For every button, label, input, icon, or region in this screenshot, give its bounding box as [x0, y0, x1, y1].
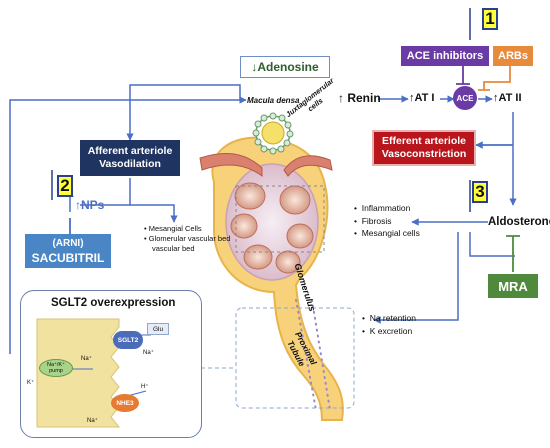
efferent-line-1: Efferent arteriole — [381, 135, 467, 147]
afferent-arteriole-box: Afferent arteriole Vasodilation — [80, 140, 180, 176]
na-pump-left-label: Na⁺ — [81, 356, 92, 362]
na-lower-label: Na⁺ — [87, 418, 98, 424]
arni-line-1: (ARNI) — [52, 238, 84, 249]
arbs-box: ARBs — [493, 46, 533, 66]
mesangial-bullets: • Mesangial Cells • Glomerular vascular … — [144, 224, 230, 254]
aldo-effect-3: • Mesangial cells — [354, 228, 420, 238]
arni-line-2: SACUBITRIL — [31, 251, 105, 265]
at1-label: ↑AT I — [409, 92, 435, 104]
step-number-1: 1 — [482, 8, 498, 30]
kidney-nephron — [199, 136, 344, 421]
sglt2-title: SGLT2 overexpression — [51, 297, 176, 309]
nps-label: ↑NPs — [75, 198, 105, 212]
h-label: H⁺ — [141, 384, 149, 390]
renin-label: ↑ Renin — [338, 91, 381, 105]
ace-node: ACE — [453, 86, 477, 110]
glu-tag: Glu — [147, 323, 169, 335]
aldosterone-label: Aldosterone — [488, 216, 550, 228]
sglt2-panel: SGLT2 overexpression Glu SGLT2 Na⁺ Na⁺ N… — [20, 290, 202, 438]
tubule-effect-1: • Na retention — [362, 313, 417, 323]
efferent-line-2: Vasoconstriction — [381, 148, 467, 160]
inhibition-lines — [69, 66, 520, 272]
aldo-effect-2: • Fibrosis — [354, 215, 392, 226]
juxtaglomerular-cells — [252, 112, 294, 155]
mesangial-bullet-1: • Mesangial Cells — [144, 224, 202, 233]
tubule-effect-2: • K excretion — [362, 326, 413, 336]
mesangial-bullet-2: • Glomerular vascular bed — [144, 234, 231, 243]
afferent-line-2: Vasodilation — [99, 158, 161, 170]
step-number-3: 3 — [472, 181, 488, 203]
tubule-effects-list: • Na retention • K excretion — [362, 312, 416, 338]
at2-label: ↑AT II — [493, 92, 522, 104]
arbs-label: ARBs — [498, 50, 528, 62]
adenosine-box: ↓Adenosine — [240, 56, 330, 78]
afferent-line-1: Afferent arteriole — [87, 145, 173, 157]
glomerulus-zoom-box — [235, 185, 325, 253]
step-number-2: 2 — [57, 175, 73, 197]
afferent-arteriole-vessel — [199, 152, 263, 178]
efferent-arteriole-vessel — [283, 155, 333, 177]
k-label: K⁺ — [27, 380, 35, 386]
aldo-effect-1: • Inflammation — [354, 203, 411, 213]
mra-label: MRA — [498, 278, 528, 294]
capillary-loops — [230, 182, 314, 274]
efferent-arteriole-box: Efferent arteriole Vasoconstriction — [372, 130, 476, 166]
mra-box: MRA — [488, 274, 538, 298]
tubule-zoom-box — [235, 307, 355, 409]
ace-label: ACE — [456, 93, 474, 103]
ace-inhibitors-label: ACE inhibitors — [406, 50, 484, 62]
aldo-effects-list: • Inflammation • Fibrosis • Mesangial ce… — [354, 202, 420, 240]
ace-inhibitors-box: ACE inhibitors — [401, 46, 489, 66]
nhe3-transporter: NHE3 — [111, 394, 139, 412]
sglt2-transporter: SGLT2 — [113, 331, 143, 349]
na-upper-label: Na⁺ — [143, 350, 154, 356]
macula-densa-label: Macula densa — [247, 96, 300, 105]
na-k-pump: Na⁺/K⁺ pump — [39, 359, 73, 377]
mesangial-bullet-2-cont: vascular bed — [152, 244, 195, 253]
arni-box: (ARNI) SACUBITRIL — [25, 234, 111, 268]
adenosine-label: ↓Adenosine — [251, 60, 319, 74]
